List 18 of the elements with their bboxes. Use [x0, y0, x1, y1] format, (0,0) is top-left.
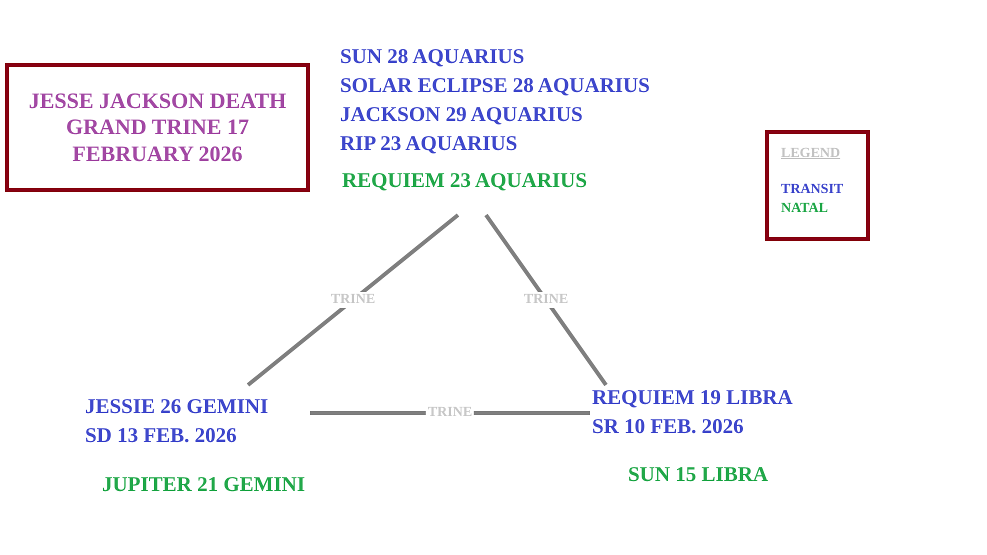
- title-box: [5, 63, 310, 192]
- title-text: JESSE JACKSON DEATH GRAND TRINE 17 FEBRUARY 2026: [28, 88, 288, 168]
- natal-text: SUN 15 LIBRA: [628, 462, 768, 487]
- natal-text: REQUIEM 23 AQUARIUS: [342, 168, 588, 193]
- connector-line: [484, 214, 608, 386]
- transit-text: SOLAR ECLIPSE 28 AQUARIUS: [340, 72, 650, 99]
- transit-text: RIP 23 AQUARIUS: [340, 130, 518, 157]
- transit-text: REQUIEM 19 LIBRA: [592, 384, 793, 411]
- transit-text: SUN 28 AQUARIUS: [340, 43, 526, 70]
- transit-text: JACKSON 29 AQUARIUS: [340, 101, 584, 128]
- transit-text: SR 10 FEB. 2026: [592, 413, 745, 440]
- natal-text: JUPITER 21 GEMINI: [102, 472, 306, 497]
- legend-item: TRANSIT: [781, 181, 844, 199]
- connector-line: [246, 213, 460, 387]
- legend-heading: LEGEND: [781, 146, 842, 162]
- legend-item: NATAL: [781, 200, 829, 218]
- transit-text: SD 13 FEB. 2026: [85, 422, 238, 449]
- transit-text: JESSIE 26 GEMINI: [85, 393, 268, 420]
